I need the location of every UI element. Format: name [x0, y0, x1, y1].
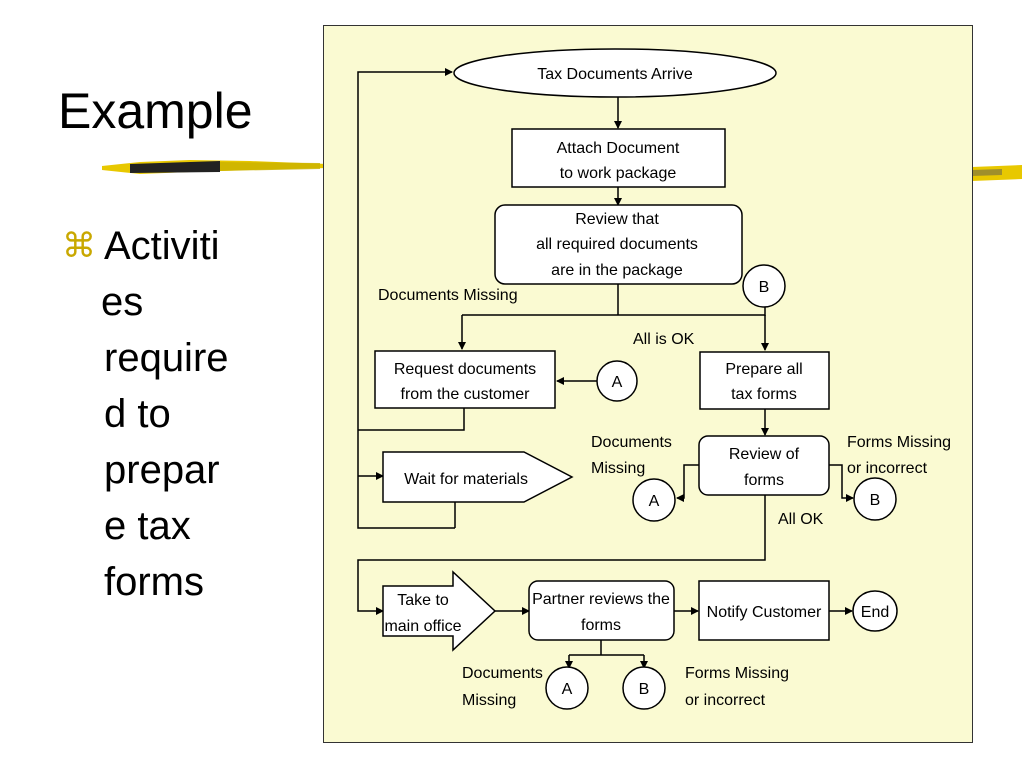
connector-b-bottom: B	[622, 666, 666, 710]
label-documents-missing-mid: Documents	[591, 434, 672, 451]
bullet-line: require	[104, 336, 229, 380]
edge-request-wait	[358, 408, 465, 431]
node-review-forms-line: forms	[744, 472, 784, 489]
node-notify: Notify Customer	[698, 580, 830, 641]
connector-a-label: A	[612, 374, 623, 391]
edge-loop-to-start	[357, 68, 455, 529]
label-forms-missing-mid: or incorrect	[847, 460, 928, 477]
label-forms-missing-bottom: or incorrect	[685, 692, 766, 709]
bullet-line: Activiti	[104, 224, 220, 268]
node-start-label: Tax Documents Arrive	[537, 66, 693, 83]
label-documents-missing-bottom: Missing	[462, 692, 516, 709]
label-documents-missing-top: Documents Missing	[378, 287, 518, 304]
bullet-line: es	[101, 280, 144, 324]
edge-reviewforms-take	[357, 495, 766, 615]
label-documents-missing-mid: Missing	[591, 460, 645, 477]
node-wait: Wait for materials	[382, 451, 574, 503]
node-partner-review: Partner reviews the forms	[528, 580, 675, 641]
bullet-line: prepar	[104, 448, 220, 492]
node-review-docs-line: Review that	[575, 211, 659, 228]
connector-b-label: B	[870, 492, 881, 509]
node-review-forms-line: Review of	[729, 446, 800, 463]
node-end: End	[852, 590, 898, 632]
connector-b-mid: B	[853, 477, 897, 521]
label-forms-missing-bottom: Forms Missing	[685, 665, 789, 682]
node-attach-line: to work package	[560, 165, 677, 182]
connector-a-mid: A	[632, 478, 676, 522]
node-prepare-forms: Prepare all tax forms	[699, 351, 830, 410]
label-documents-missing-bottom: Documents	[462, 665, 543, 682]
node-attach-line: Attach Document	[557, 140, 680, 157]
bullet-line: e tax	[104, 504, 191, 548]
edge-reviewforms-b	[829, 464, 854, 502]
edge-reviewforms-a	[676, 464, 699, 502]
connector-b-label: B	[639, 681, 650, 698]
node-review-docs: Review that all required documents are i…	[494, 204, 743, 285]
bullet-point: ⌘ Activiti es require d to prepar e tax …	[62, 218, 252, 610]
connector-a-bottom: A	[545, 666, 589, 710]
node-prepare-line: tax forms	[731, 386, 797, 403]
flow-lines	[357, 68, 854, 669]
bullet-line: forms	[104, 560, 204, 604]
label-all-ok: All OK	[778, 511, 824, 528]
label-all-is-ok: All is OK	[633, 331, 695, 348]
bullet-line: d to	[104, 392, 171, 436]
connector-a-request: A	[596, 360, 638, 402]
node-start: Tax Documents Arrive	[453, 48, 777, 98]
node-take-main: Take to main office	[382, 570, 497, 652]
node-prepare-line: Prepare all	[725, 361, 802, 378]
brush-stroke-left	[102, 160, 328, 174]
connector-b-top: B	[742, 264, 786, 308]
bullet-text: Activiti es require d to prepar e tax fo…	[62, 218, 252, 610]
connector-a-label: A	[562, 681, 573, 698]
command-icon: ⌘	[62, 227, 96, 265]
node-partner-line: Partner reviews the	[532, 591, 670, 608]
node-review-docs-line: are in the package	[551, 262, 683, 279]
slide-title: Example	[58, 83, 253, 139]
node-attach: Attach Document to work package	[511, 128, 726, 188]
node-review-docs-line: all required documents	[536, 236, 698, 253]
node-request-docs: Request documents from the customer	[374, 350, 556, 409]
connector-b-label: B	[759, 279, 770, 296]
node-end-label: End	[861, 604, 889, 621]
node-request-line: Request documents	[394, 361, 536, 378]
node-take-line: main office	[384, 618, 461, 635]
node-take-line: Take to	[397, 592, 449, 609]
label-forms-missing-mid: Forms Missing	[847, 434, 951, 451]
node-notify-label: Notify Customer	[707, 604, 822, 621]
node-wait-label: Wait for materials	[404, 471, 528, 488]
node-review-forms: Review of forms	[698, 435, 830, 496]
node-partner-line: forms	[581, 617, 621, 634]
connector-a-label: A	[649, 493, 660, 510]
brush-stroke-right	[972, 165, 1022, 181]
node-request-line: from the customer	[401, 386, 531, 403]
